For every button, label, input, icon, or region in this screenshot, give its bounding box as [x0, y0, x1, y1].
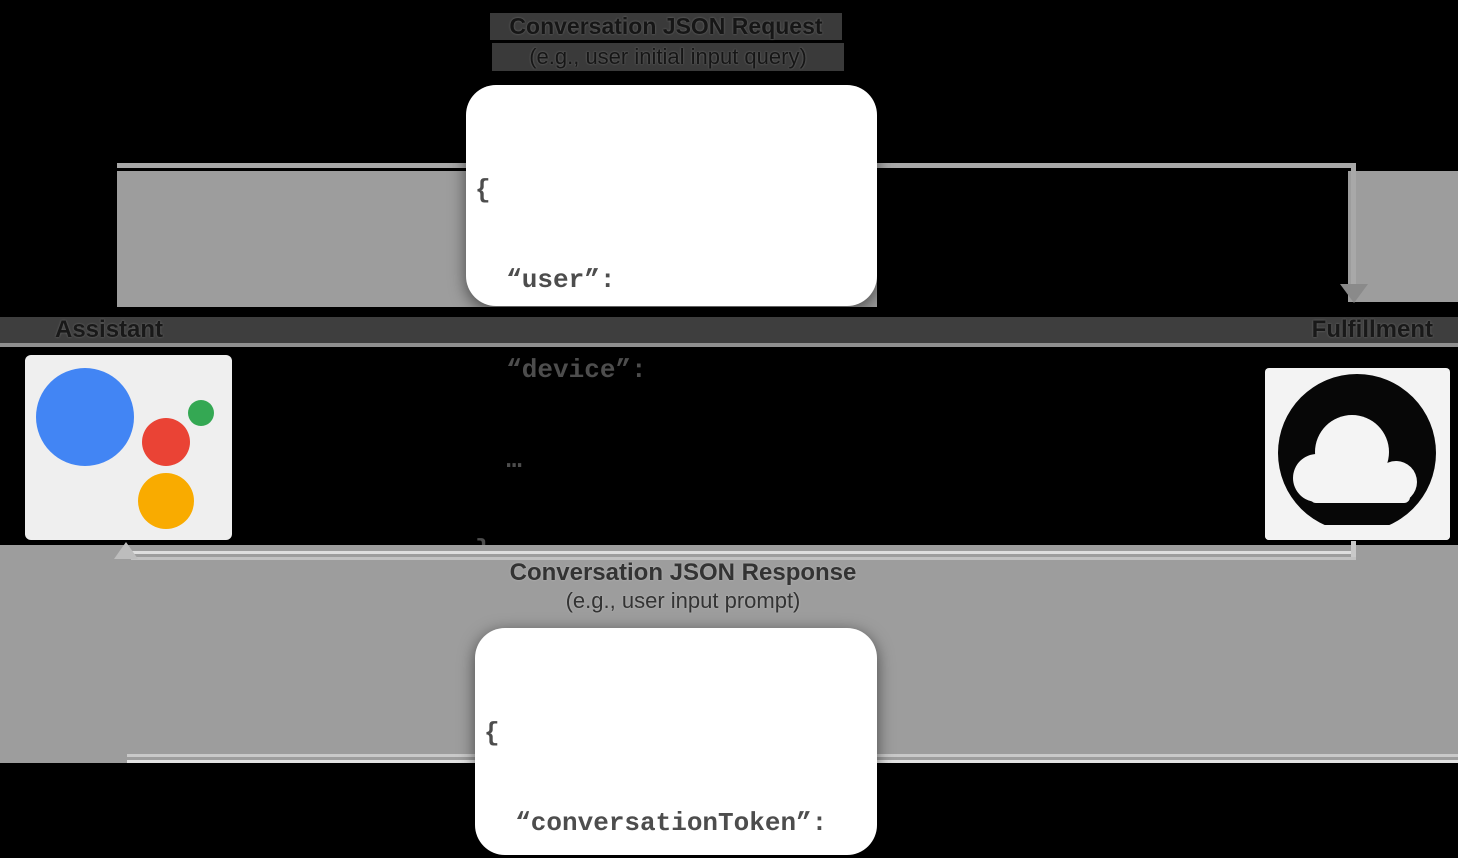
request-arrow-line-vertical — [1351, 163, 1356, 287]
code-line: “device”: — [475, 355, 647, 385]
code-line: “user”: — [475, 265, 616, 295]
response-arrow-line-vertical — [1351, 541, 1356, 557]
assistant-blue-circle-icon — [36, 368, 134, 466]
response-title: Conversation JSON Response — [509, 559, 857, 586]
assistant-yellow-circle-icon — [138, 473, 194, 529]
fulfillment-label: Fulfillment — [1311, 316, 1433, 343]
divider-line — [0, 343, 1458, 347]
code-line: “conversationToken”: — [484, 808, 828, 838]
response-arrowhead-up-icon — [114, 542, 138, 559]
response-json-box: { “conversationToken”: “userStorage”: … … — [475, 628, 877, 855]
response-arrow-line — [131, 551, 1356, 554]
request-title: Conversation JSON Request — [490, 13, 842, 40]
request-subtitle: (e.g., user initial input query) — [492, 43, 844, 71]
assistant-label: Assistant — [55, 316, 164, 343]
response-json-code: { “conversationToken”: “userStorage”: … … — [475, 628, 877, 858]
request-json-code: { “user”: “device”: … } — [466, 85, 877, 625]
code-line: … — [475, 445, 522, 475]
request-arrowhead-down-icon — [1340, 284, 1368, 303]
code-line: { — [475, 175, 491, 205]
google-assistant-logo — [25, 355, 232, 540]
actor-label-band — [0, 317, 1458, 343]
assistant-red-circle-icon — [142, 418, 190, 466]
cloud-disc-flat-cut — [1265, 525, 1450, 540]
assistant-green-circle-icon — [188, 400, 214, 426]
google-cloud-icon — [1265, 368, 1450, 540]
request-arrow-band-right — [1348, 171, 1458, 302]
request-json-box: { “user”: “device”: … } — [466, 85, 877, 565]
cloud-base — [1310, 468, 1410, 503]
code-line: { — [484, 718, 500, 748]
response-arrow-line-shadow — [131, 557, 1356, 560]
response-subtitle: (e.g., user input prompt) — [565, 588, 801, 613]
